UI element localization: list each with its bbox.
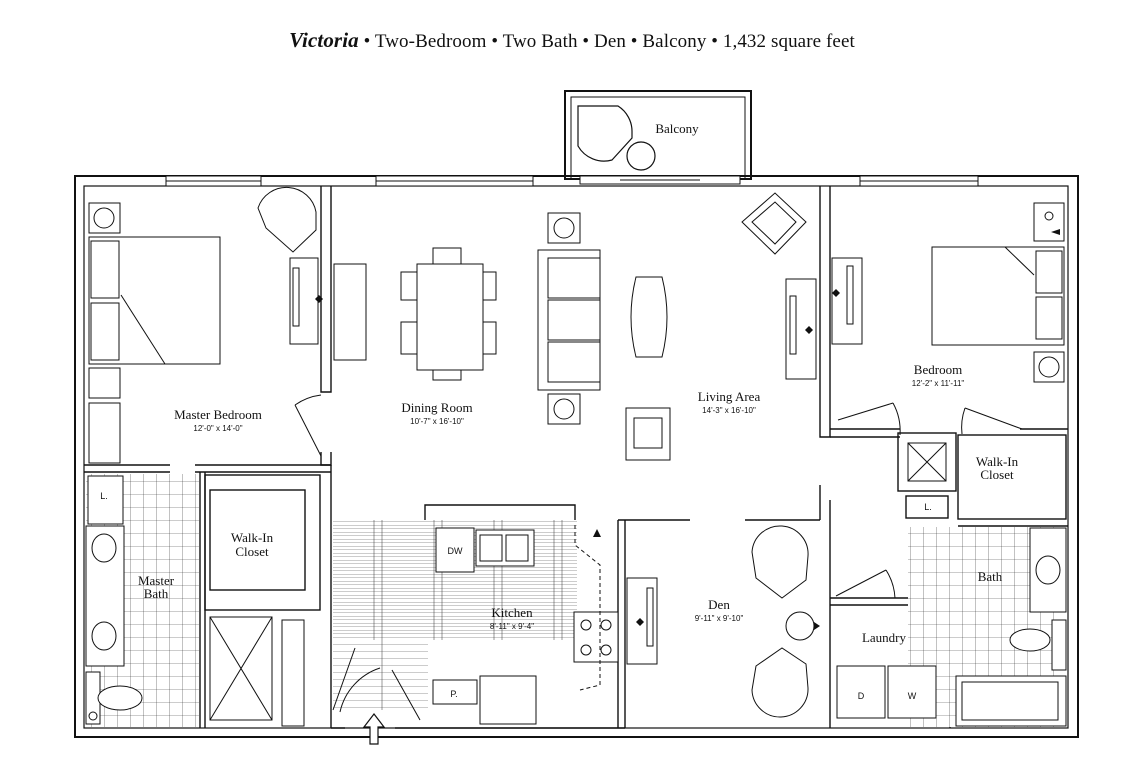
bedroom-lamp-icon	[832, 289, 840, 297]
bedroom-label: Bedroom	[914, 362, 962, 377]
windows	[165, 175, 979, 187]
den-furniture	[626, 525, 815, 718]
dryer-label: D	[858, 691, 865, 701]
walkin-closet-left-label-1: Walk-In	[231, 530, 274, 545]
living-lamp-icon	[805, 326, 813, 334]
laundry-label: Laundry	[862, 630, 907, 645]
master-bath-label-2: Bath	[144, 586, 169, 601]
dining-furniture	[333, 247, 497, 381]
walkin-closet-right-label-2: Closet	[980, 467, 1014, 482]
balcony-label: Balcony	[655, 121, 699, 136]
master-bedroom-door	[294, 394, 322, 457]
bedroom-furniture	[831, 202, 1065, 383]
master-lamp-icon	[315, 295, 323, 303]
pantry-label: P.	[450, 689, 457, 699]
bedroom-doors	[837, 402, 1023, 436]
bedroom-dims: 12'-2" x 11'-11"	[912, 379, 965, 388]
master-bedroom-label: Master Bedroom	[174, 407, 262, 422]
entry-arrow-icon	[362, 713, 386, 745]
kitchen-dims: 8'-11" x 9'-4"	[490, 622, 534, 631]
kitchen-arrow-icon	[593, 529, 601, 537]
plan-details: • Two-Bedroom • Two Bath • Den • Balcony…	[358, 31, 855, 52]
entry-door	[332, 647, 421, 721]
master-bath-label-1: Master	[138, 573, 175, 588]
dishwasher-label: DW	[448, 546, 463, 556]
plan-title: Victoria • Two-Bedroom • Two Bath • Den …	[0, 28, 1144, 53]
laundry-fixtures	[836, 665, 937, 719]
kitchen-fixtures	[281, 527, 619, 727]
kitchen-label: Kitchen	[491, 605, 533, 620]
master-bath-fixtures	[85, 475, 273, 725]
plan-name: Victoria	[289, 28, 359, 52]
bath-fixtures	[955, 527, 1067, 727]
laundry-door	[835, 569, 896, 599]
dining-room-dims: 10'-7" x 16'-10"	[410, 417, 464, 426]
den-label: Den	[708, 597, 730, 612]
walkin-closet-right-label-1: Walk-In	[976, 454, 1019, 469]
bedroom-marker-icon	[1051, 229, 1060, 235]
den-marker-icon	[814, 622, 820, 630]
linen-right-label: L.	[924, 502, 932, 512]
linen-left-label: L.	[100, 491, 108, 501]
washer-label: W	[908, 691, 917, 701]
upper-cabinets	[574, 525, 601, 691]
master-bedroom-dims: 12'-0" x 14'-0"	[193, 424, 242, 433]
living-furniture	[537, 192, 817, 461]
master-bedroom-furniture	[88, 186, 319, 464]
entry-floor	[333, 640, 428, 710]
living-area-dims: 14'-3" x 16'-10"	[702, 406, 756, 415]
balcony	[564, 90, 752, 185]
den-dims: 9'-11" x 9'-10"	[695, 614, 744, 623]
bath-label: Bath	[978, 569, 1003, 584]
living-area-label: Living Area	[698, 389, 761, 404]
dining-room-label: Dining Room	[401, 400, 472, 415]
den-lamp-icon	[636, 618, 644, 626]
walkin-closet-left-label-2: Closet	[235, 544, 269, 559]
